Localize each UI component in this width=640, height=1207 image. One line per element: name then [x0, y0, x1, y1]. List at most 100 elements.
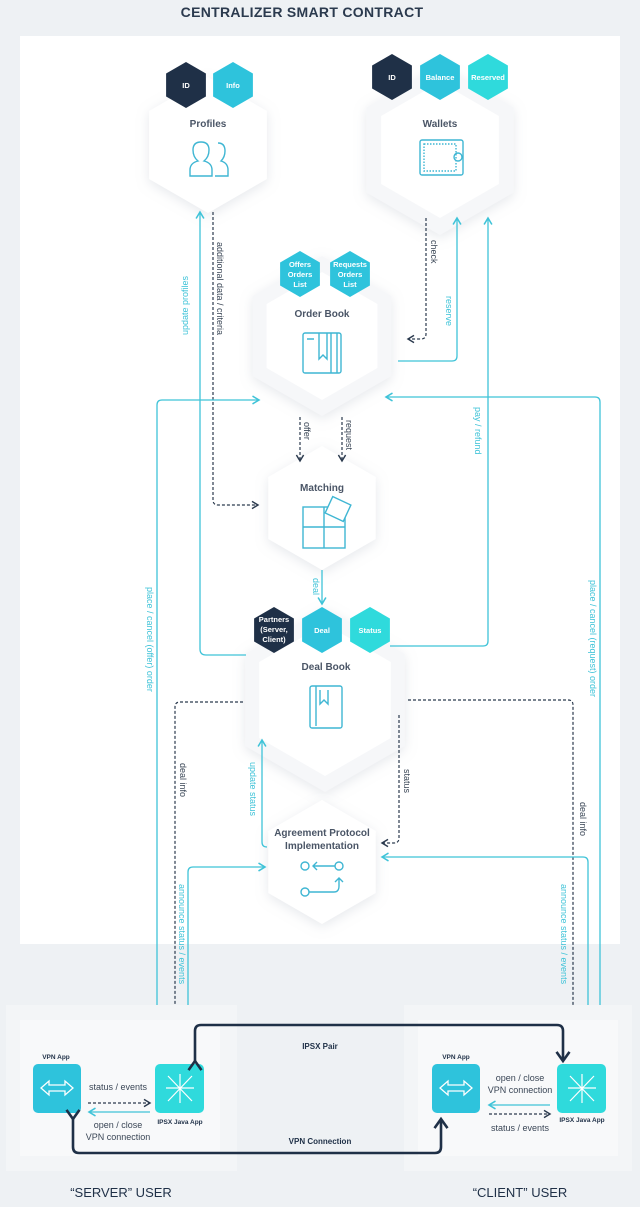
java-app-label: IPSX Java App [157, 1119, 202, 1126]
server-user-panel: VPN App IPSX Java App status / events op… [6, 1005, 237, 1171]
svg-text:Reserved: Reserved [471, 73, 505, 82]
ipsx-java-app-client[interactable] [557, 1064, 606, 1113]
svg-text:Requests: Requests [333, 260, 367, 269]
hexagon-shape [468, 54, 508, 100]
edge-label: deal info [178, 763, 188, 797]
arrows-icon [40, 1079, 74, 1097]
hexagon-shape [381, 82, 499, 218]
node-label: Profiles [190, 119, 227, 130]
node-label: Implementation [285, 841, 359, 852]
svg-text:ID: ID [182, 81, 190, 90]
svg-text:Balance: Balance [426, 73, 455, 82]
edge-deal-info-server [170, 701, 243, 1062]
vpn-app-client[interactable] [432, 1064, 480, 1113]
edge-label: deal info [578, 802, 588, 836]
edge-status [380, 715, 400, 848]
edge-label: deal [311, 578, 321, 595]
edge-label: VPN connection [488, 1085, 553, 1095]
edge-label: status [402, 769, 412, 794]
edge-label: announce status / events [177, 884, 187, 985]
edge-label: additional data / criteria [215, 242, 225, 335]
wallet-icon [419, 139, 464, 176]
java-app-label: IPSX Java App [559, 1117, 604, 1124]
book-icon [302, 332, 342, 374]
badge-status: Status [350, 607, 390, 653]
edge-label: open / close [94, 1120, 143, 1130]
svg-text:Partners: Partners [259, 615, 289, 624]
edge-label: check [429, 240, 439, 264]
badge-wallets-balance: Balance [420, 54, 460, 100]
badge-wallets-reserved: Reserved [468, 54, 508, 100]
svg-text:Offers: Offers [289, 260, 311, 269]
edge-label: VPN connection [86, 1132, 151, 1142]
edge-update-status [257, 738, 268, 848]
diagram-title: CENTRALIZER SMART CONTRACT [181, 4, 424, 20]
ipsx-java-app-server[interactable] [155, 1064, 204, 1113]
node-label: Matching [300, 483, 344, 494]
hexagon-shape [372, 54, 412, 100]
svg-text:List: List [343, 280, 357, 289]
edge-deal-info-client [408, 699, 578, 1062]
edge-update-profiles [195, 210, 246, 656]
badge-deal: Deal [302, 607, 342, 653]
vpn-connection-label: VPN Connection [289, 1137, 352, 1146]
node-label: Agreement Protocol [274, 828, 370, 839]
vpn-app-server[interactable] [33, 1064, 81, 1113]
edge-label: open / close [496, 1073, 545, 1083]
edge-label: update status [248, 762, 258, 817]
hexagon-shape [302, 607, 342, 653]
users-icon [189, 141, 229, 177]
edge-pay-refund [390, 216, 493, 647]
edge-announce-server [187, 862, 267, 1063]
hexagon-shape [330, 251, 370, 297]
edge-place-request-order [384, 392, 601, 1063]
edge-label: reserve [444, 296, 454, 326]
flow-icon [300, 861, 344, 897]
node-matching: Matching [268, 446, 376, 570]
edge-announce-client [380, 852, 589, 1063]
node-label: Wallets [423, 119, 458, 130]
ipsx-pair-label: IPSX Pair [302, 1042, 338, 1051]
client-user-panel: VPN App IPSX Java App open / close VPN c… [404, 1005, 632, 1171]
svg-text:Deal: Deal [314, 626, 330, 635]
node-deal-book: Deal Book [245, 608, 405, 792]
edge-label: request [344, 420, 354, 451]
edge-vpn-connection [65, 1109, 449, 1155]
edge-additional-data [212, 212, 260, 510]
hexagon-shape [254, 607, 294, 653]
svg-text:Orders: Orders [338, 270, 363, 279]
badge-wallets-id: ID [372, 54, 412, 100]
hexagon-shape [166, 62, 206, 108]
node-wallets: Wallets [366, 65, 514, 235]
hexagon-shape [266, 272, 378, 400]
edge-check [406, 218, 427, 344]
edge-label: offer [302, 422, 312, 440]
edge-label: status / events [491, 1123, 550, 1133]
svg-text:ID: ID [388, 73, 396, 82]
badge-partners: Partners(Server,Client) [254, 607, 294, 653]
svg-text:Orders: Orders [288, 270, 313, 279]
hexagon-shape [213, 62, 253, 108]
edge-label: place / cancel (request) order [588, 580, 598, 697]
svg-text:List: List [293, 280, 307, 289]
hexagon-shape [350, 607, 390, 653]
badge-profiles-info: Info [213, 62, 253, 108]
arrows-icon [439, 1079, 473, 1097]
node-label: Order Book [294, 309, 349, 320]
badge-profiles-id: ID [166, 62, 206, 108]
hexagon-shape [259, 624, 391, 776]
edge-label: announce status / events [559, 884, 569, 985]
node-agreement-protocol: Agreement Protocol Implementation [268, 800, 376, 924]
svg-text:Status: Status [359, 626, 382, 635]
edge-label: status / events [89, 1082, 148, 1092]
hexagon-shape [268, 446, 376, 570]
server-user-label: “SERVER” USER [70, 1185, 172, 1200]
bookmark-book-icon [309, 685, 343, 729]
vpn-app-label: VPN App [42, 1054, 70, 1061]
svg-text:Info: Info [226, 81, 240, 90]
hexagon-shape [268, 800, 376, 924]
edge-label: place / cancel (offer) order [145, 587, 155, 692]
edge-place-offer-order [156, 395, 261, 1063]
